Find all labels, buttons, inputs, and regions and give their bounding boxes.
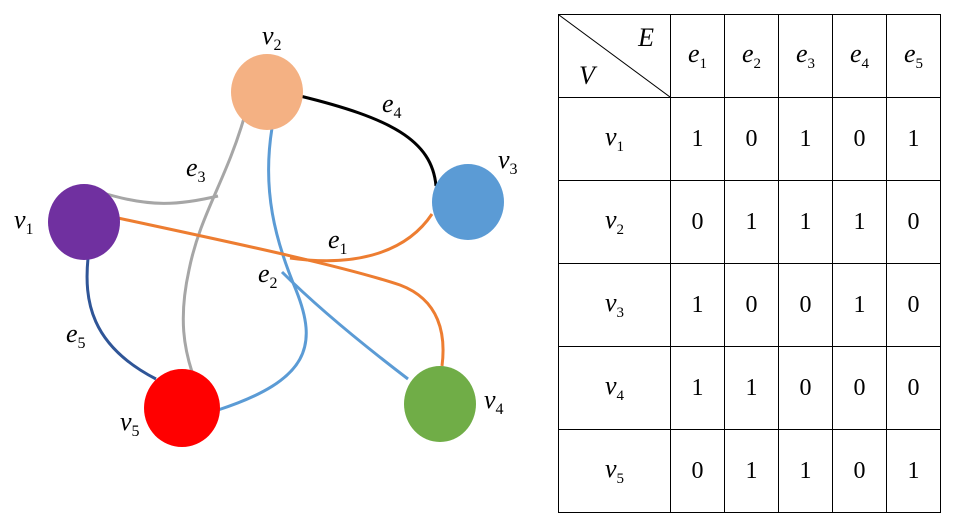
vertex-label-v1: v1 bbox=[14, 205, 34, 238]
matrix-cell: 0 bbox=[886, 180, 941, 264]
column-header-e3: e3 bbox=[778, 14, 833, 98]
matrix-cell: 0 bbox=[670, 429, 725, 513]
vertex-v5 bbox=[144, 369, 220, 447]
matrix-cell: 0 bbox=[832, 97, 887, 181]
row-header-v5: v5 bbox=[558, 429, 671, 513]
vertex-label-v4: v4 bbox=[484, 385, 504, 418]
edge-e3-v2-v5-curve bbox=[181, 117, 246, 373]
edge-e2-v4-branch bbox=[280, 270, 409, 381]
matrix-cell: 1 bbox=[886, 429, 941, 513]
edge-label-e2: e2 bbox=[258, 259, 278, 292]
vertex-label-v5: v5 bbox=[120, 407, 140, 440]
matrix-cell: 1 bbox=[778, 97, 833, 181]
corner-label-vertices: V bbox=[579, 61, 595, 90]
hypergraph-diagram: v1 v2 v3 v4 v5 e1 e2 e3 e4 e5 bbox=[14, 21, 518, 447]
matrix-cell: 0 bbox=[724, 97, 779, 181]
corner-label-edges: E bbox=[638, 23, 654, 52]
matrix-cell: 1 bbox=[778, 429, 833, 513]
matrix-cell: 1 bbox=[832, 180, 887, 264]
vertex-v2 bbox=[231, 54, 303, 130]
matrix-cell: 1 bbox=[724, 180, 779, 264]
matrix-header-row: E V e1 e2 e3 e4 e5 bbox=[558, 14, 941, 98]
matrix-cell: 1 bbox=[670, 263, 725, 347]
edge-e1-v3-branch bbox=[289, 213, 434, 263]
matrix-cell: 1 bbox=[724, 429, 779, 513]
matrix-cell: 0 bbox=[778, 263, 833, 347]
edge-label-e1: e1 bbox=[328, 225, 348, 258]
row-header-v3: v3 bbox=[558, 263, 671, 347]
edge-label-e4: e4 bbox=[382, 89, 402, 122]
matrix-corner-cell: E V bbox=[558, 14, 671, 98]
matrix-cell: 0 bbox=[778, 346, 833, 430]
matrix-row-v2: v2 0 1 1 1 0 bbox=[558, 180, 941, 264]
matrix-row-v1: v1 1 0 1 0 1 bbox=[558, 97, 941, 181]
edge-e2-v2-v5-curve bbox=[217, 127, 308, 412]
matrix-row-v4: v4 1 1 0 0 0 bbox=[558, 346, 941, 430]
edge-label-e5: e5 bbox=[66, 319, 86, 352]
edge-e5-v1-v5 bbox=[85, 257, 157, 381]
matrix-cell: 1 bbox=[670, 346, 725, 430]
column-header-e2: e2 bbox=[724, 14, 779, 98]
matrix-cell: 0 bbox=[886, 346, 941, 430]
matrix-cell: 1 bbox=[886, 97, 941, 181]
matrix-cell: 0 bbox=[886, 263, 941, 347]
edge-e4-v2-v3 bbox=[299, 94, 438, 187]
matrix-cell: 0 bbox=[724, 263, 779, 347]
edge-e1-v1-v4-curve bbox=[117, 216, 445, 367]
corner-diagonal-line bbox=[559, 15, 670, 97]
row-header-v2: v2 bbox=[558, 180, 671, 264]
matrix-row-v5: v5 0 1 1 0 1 bbox=[558, 429, 941, 513]
vertex-v1 bbox=[48, 184, 120, 260]
column-header-e5: e5 bbox=[886, 14, 941, 98]
matrix-cell: 1 bbox=[778, 180, 833, 264]
column-header-e4: e4 bbox=[832, 14, 887, 98]
matrix-cell: 1 bbox=[724, 346, 779, 430]
row-header-v1: v1 bbox=[558, 97, 671, 181]
incidence-matrix-table: E V e1 e2 e3 e4 e5 v1 1 0 1 0 1 v2 0 1 1… bbox=[558, 14, 941, 513]
edge-label-e3: e3 bbox=[186, 153, 206, 186]
vertex-v4 bbox=[404, 366, 476, 442]
vertex-label-v3: v3 bbox=[498, 145, 518, 178]
column-header-e1: e1 bbox=[670, 14, 725, 98]
edge-e3-v1-branch bbox=[99, 190, 219, 205]
vertex-label-v2: v2 bbox=[262, 21, 282, 54]
row-header-v4: v4 bbox=[558, 346, 671, 430]
matrix-row-v3: v3 1 0 0 1 0 bbox=[558, 263, 941, 347]
matrix-cell: 1 bbox=[832, 263, 887, 347]
matrix-cell: 0 bbox=[670, 180, 725, 264]
matrix-cell: 0 bbox=[832, 429, 887, 513]
matrix-cell: 0 bbox=[832, 346, 887, 430]
vertex-v3 bbox=[432, 164, 504, 240]
matrix-cell: 1 bbox=[670, 97, 725, 181]
